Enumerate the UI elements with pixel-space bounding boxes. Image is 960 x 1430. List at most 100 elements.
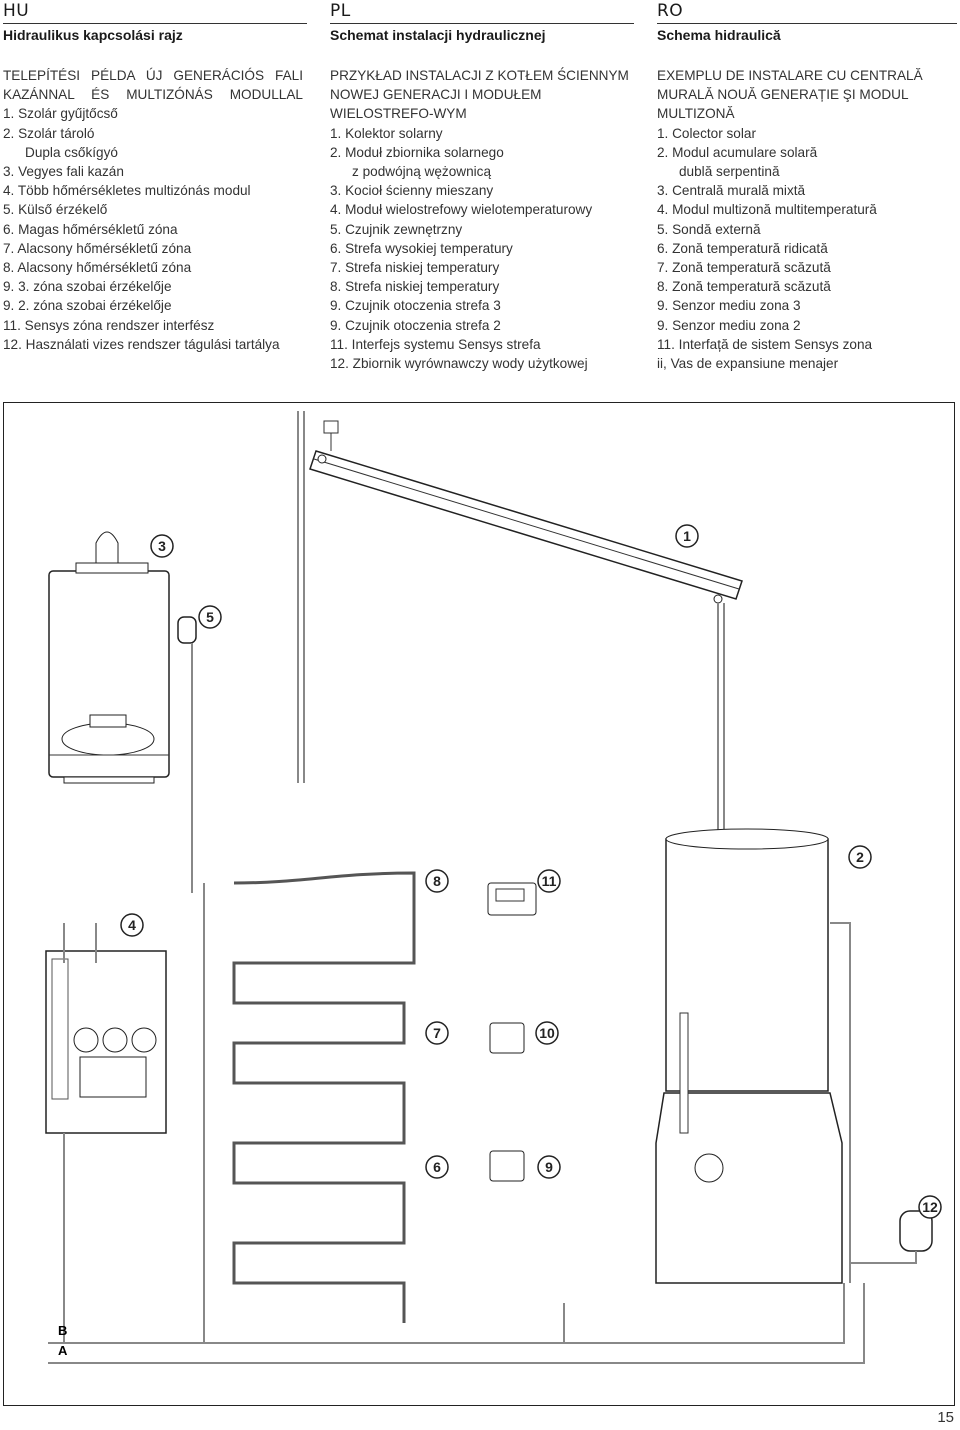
legend-item: 3. Centrală murală mixtă — [657, 181, 960, 200]
legend-ro: EXEMPLU DE INSTALARE CU CENTRALĂ MURALĂ … — [657, 66, 960, 373]
legend-item-text: 8. Strefa niskiej temperatury — [330, 279, 500, 295]
legend-item: 9. Czujnik otoczenia strefa 2 — [330, 316, 630, 335]
legend-item: ii, Vas de expansiune menajer — [657, 354, 960, 373]
legend-item: 11. Interfejs systemu Sensys strefa — [330, 335, 630, 354]
hydraulic-diagram: B A 1 2 3 4 5 6 7 8 9 10 11 12 — [45, 411, 942, 1364]
header-rule — [657, 23, 957, 24]
legend-item: 11. Sensys zóna rendszer interfész — [3, 316, 303, 335]
legend-item: 1. Szolár gyűjtőcső — [3, 104, 303, 123]
svg-text:8: 8 — [433, 873, 441, 889]
legend-item-text: 6. Magas hőmérsékletű zóna — [3, 221, 178, 237]
header-rule — [3, 23, 307, 24]
legend-item-text: 11. Interfejs systemu Sensys strefa — [330, 336, 541, 352]
callout-8: 8 — [425, 869, 449, 893]
room-sensor-zone2-icon — [489, 1022, 525, 1054]
callout-10: 10 — [535, 1021, 559, 1045]
legend-item-text: 3. Kocioł ścienny mieszany — [330, 183, 494, 199]
svg-text:11: 11 — [542, 873, 557, 889]
legend-item-text: 5. Sondă externă — [657, 221, 761, 237]
legend-item-text: 8. Alacsony hőmérsékletű zóna — [3, 260, 192, 276]
legend-item: 4. Moduł wielostrefowy wielotemperaturow… — [330, 200, 630, 219]
language-code: HU — [3, 1, 30, 21]
room-sensor-zone3-icon — [489, 1150, 525, 1182]
callout-6: 6 — [425, 1155, 449, 1179]
legend-item: 11. Interfață de sistem Sensys zona — [657, 335, 960, 354]
legend-item-text: 3. Centrală murală mixtă — [657, 183, 806, 199]
legend-item: 9. Senzor mediu zona 2 — [657, 316, 960, 335]
column-ro: RO — [657, 0, 960, 22]
svg-text:12: 12 — [922, 1199, 938, 1215]
legend-item-text: 9. Senzor mediu zona 3 — [657, 298, 801, 314]
callout-7: 7 — [425, 1021, 449, 1045]
legend-item-text: 11. Interfață de sistem Sensys zona — [657, 336, 873, 352]
legend-item: 5. Sondă externă — [657, 220, 960, 239]
legend-item-text: 4. Moduł wielostrefowy wielotemperaturow… — [330, 202, 593, 218]
legend-item: 12. Használati vizes rendszer tágulási t… — [3, 335, 303, 354]
legend-item-subtext: dublă serpentină — [679, 164, 780, 180]
legend-item-text: 11. Sensys zóna rendszer interfész — [3, 317, 215, 333]
legend-item-text: 1. Szolár gyűjtőcső — [3, 106, 118, 122]
page-number: 15 — [937, 1409, 954, 1426]
callout-12: 12 — [918, 1195, 942, 1219]
svg-text:5: 5 — [206, 609, 214, 625]
legend-item-text: 5. Külső érzékelő — [3, 202, 108, 218]
legend-item: 9. 3. zóna szobai érzékelője — [3, 277, 303, 296]
legend-item: 3. Vegyes fali kazán — [3, 162, 303, 181]
legend-item-text: 7. Strefa niskiej temperatury — [330, 260, 500, 276]
legend-item-text: 9. Senzor mediu zona 2 — [657, 317, 801, 333]
legend-item-subtext: z podwójną wężownicą — [352, 164, 492, 180]
legend-item-subtext: Dupla csőkígyó — [25, 144, 118, 160]
legend-item: 6. Magas hőmérsékletű zóna — [3, 220, 303, 239]
legend-item-text: 4. Több hőmérsékletes multizónás modul — [3, 183, 251, 199]
header-rule — [330, 23, 634, 24]
legend-item: 7. Strefa niskiej temperatury — [330, 258, 630, 277]
svg-text:9: 9 — [545, 1159, 553, 1175]
legend-item-text: 2. Moduł zbiornika solarnego — [330, 144, 504, 160]
legend-item-text: 8. Zonă temperatură scăzută — [657, 279, 831, 295]
legend-item-text: 6. Zonă temperatură ridicată — [657, 240, 828, 256]
legend-item: 5. Külső érzékelő — [3, 200, 303, 219]
callout-2: 2 — [848, 845, 872, 869]
legend-item-text: 9. Czujnik otoczenia strefa 2 — [330, 317, 501, 333]
legend-item-text: 2. Modul acumulare solară — [657, 144, 818, 160]
legend-item-text: 2. Szolár tároló — [3, 125, 95, 141]
callout-9: 9 — [537, 1155, 561, 1179]
legend-item-text: 1. Colector solar — [657, 125, 756, 141]
legend-item-text: 12. Használati vizes rendszer tágulási t… — [3, 336, 280, 352]
legend-item: 6. Zonă temperatură ridicată — [657, 239, 960, 258]
solar-storage-icon — [655, 828, 843, 1284]
legend-item: 4. Modul multizonă multitemperatură — [657, 200, 960, 219]
legend-item: 7. Zonă temperatură scăzută — [657, 258, 960, 277]
svg-text:2: 2 — [856, 849, 864, 865]
sensys-interface-icon — [487, 882, 537, 916]
legend-item: 5. Czujnik zewnętrzny — [330, 220, 630, 239]
legend-item-text: 3. Vegyes fali kazán — [3, 164, 124, 180]
legend-item: 9. 2. zóna szobai érzékelője — [3, 296, 303, 315]
svg-text:1: 1 — [683, 528, 691, 544]
expansion-tank-icon — [850, 1210, 933, 1264]
solar-collector-icon — [309, 420, 743, 604]
legend-item: 8. Alacsony hőmérsékletű zóna — [3, 258, 303, 277]
callout-3: 3 — [150, 534, 174, 558]
wall-boiler-icon — [48, 531, 170, 784]
label-a: A — [58, 1343, 68, 1358]
legend-item: 7. Alacsony hőmérsékletű zóna — [3, 239, 303, 258]
svg-text:3: 3 — [158, 538, 166, 554]
external-sensor-icon — [177, 616, 197, 644]
legend-item-text: 12. Zbiornik wyrównawczy wody użytkowej — [330, 356, 588, 372]
legend-item: 9. Senzor mediu zona 3 — [657, 296, 960, 315]
callout-1: 1 — [675, 524, 699, 548]
legend-item: 3. Kocioł ścienny mieszany — [330, 181, 630, 200]
callout-5: 5 — [198, 605, 222, 629]
legend-item: 4. Több hőmérsékletes multizónás modul — [3, 181, 303, 200]
legend-item: 2. Modul acumulare solară dublă serpentin… — [657, 143, 960, 181]
legend-item-text: 9. 2. zóna szobai érzékelője — [3, 298, 172, 314]
legend-item-text: 1. Kolektor solarny — [330, 125, 443, 141]
legend-list: 1. Colector solar 2. Modul acumulare sola… — [657, 124, 960, 374]
intro-text: PRZYKŁAD INSTALACJI Z KOTŁEM ŚCIENNYM NO… — [330, 68, 629, 122]
intro-text: EXEMPLU DE INSTALARE CU CENTRALĂ MURALĂ … — [657, 68, 923, 122]
legend-item-text: ii, Vas de expansiune menajer — [657, 356, 839, 372]
multizone-module-icon — [45, 923, 167, 1134]
column-pl: PL — [330, 0, 640, 22]
